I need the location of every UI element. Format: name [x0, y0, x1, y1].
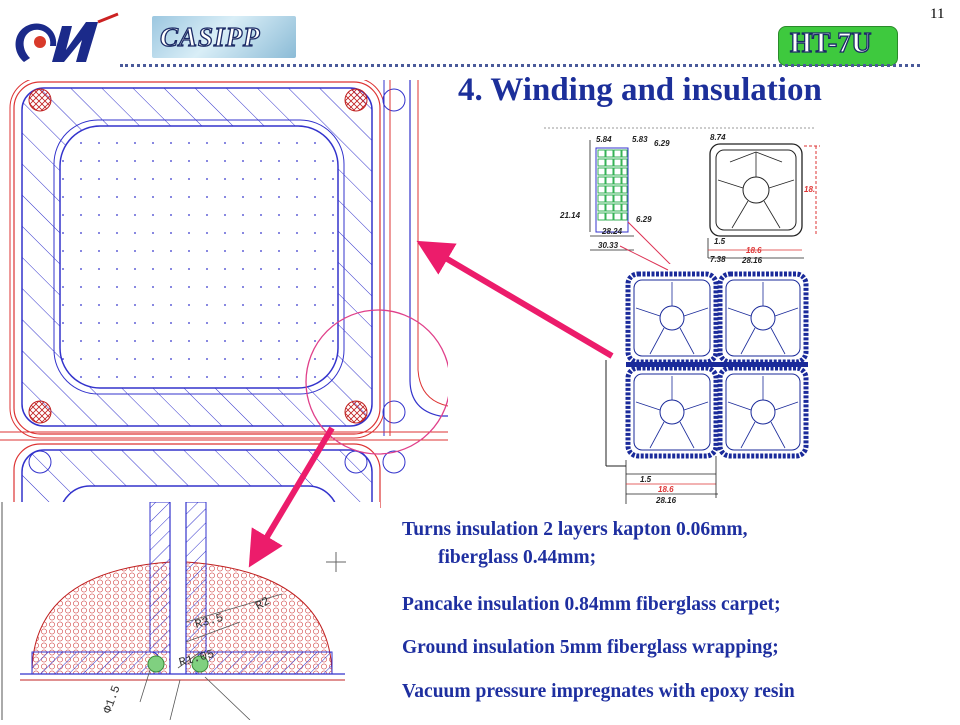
bullet-ground-insulation: Ground insulation 5mm fiberglass wrappin…: [402, 637, 779, 658]
bullet-pancake-insulation: Pancake insulation 0.84mm fiberglass car…: [402, 594, 781, 615]
detail-label-phi1-5: Φ1.5: [101, 684, 124, 716]
dim-label-18: 18.: [804, 185, 815, 194]
casipp-banner: [152, 16, 296, 58]
bullet-vacuum-impregnation: Vacuum pressure impregnates with epoxy r…: [402, 681, 795, 702]
dim-label-6-29-mid: 6.29: [636, 215, 652, 224]
ht7u-badge-label: HT-7U: [789, 27, 872, 59]
dim-label-28-24: 28.24: [601, 227, 623, 236]
dim-label-7-38: 7.38: [710, 255, 726, 264]
dim-label-28-16-bottom: 28.16: [655, 496, 677, 505]
bullet-turns-insulation-cont: fiberglass 0.44mm;: [438, 547, 597, 568]
dim-label-1-5: 1.5: [714, 237, 726, 246]
bullet-turns-insulation: Turns insulation 2 layers kapton 0.06mm,: [402, 519, 748, 540]
header-divider: [120, 64, 920, 67]
conductor-dimension-drawing: 5.84 5.83 6.29 21.14 6.29 28.24 30.33 8.…: [540, 126, 820, 267]
dim-label-18-6-bottom: 18.6: [658, 485, 674, 494]
dim-label-30-33: 30.33: [598, 241, 619, 250]
dim-label-8-74: 8.74: [710, 133, 726, 142]
dim-label-18-6: 18.6: [746, 246, 762, 255]
insulation-detail-zoom: R3.5 R2 R1.05 Φ1.5: [0, 502, 380, 720]
slide-title: 4. Winding and insulation: [458, 72, 822, 108]
dim-label-5-84: 5.84: [596, 135, 612, 144]
dim-label-5-83: 5.83: [632, 135, 648, 144]
casipp-logo-text: CASIPP: [159, 21, 261, 52]
crosshair-mark: [326, 552, 346, 572]
dim-label-28-16-top: 28.16: [741, 256, 763, 264]
dim-label-1-5-bottom: 1.5: [640, 475, 652, 484]
four-conductor-assembly-drawing: 1.5 18.6 28.16: [596, 266, 822, 506]
page-number: 11: [930, 6, 945, 22]
ht7u-badge: [778, 26, 898, 66]
arrow-to-coil: [416, 240, 614, 359]
coil-cross-section-drawing: [0, 80, 448, 508]
dim-label-21-14: 21.14: [559, 211, 581, 220]
dim-label-6-29-top: 6.29: [654, 139, 670, 148]
logo-emblem: [6, 10, 126, 72]
detail-label-r2: R2: [253, 594, 272, 613]
